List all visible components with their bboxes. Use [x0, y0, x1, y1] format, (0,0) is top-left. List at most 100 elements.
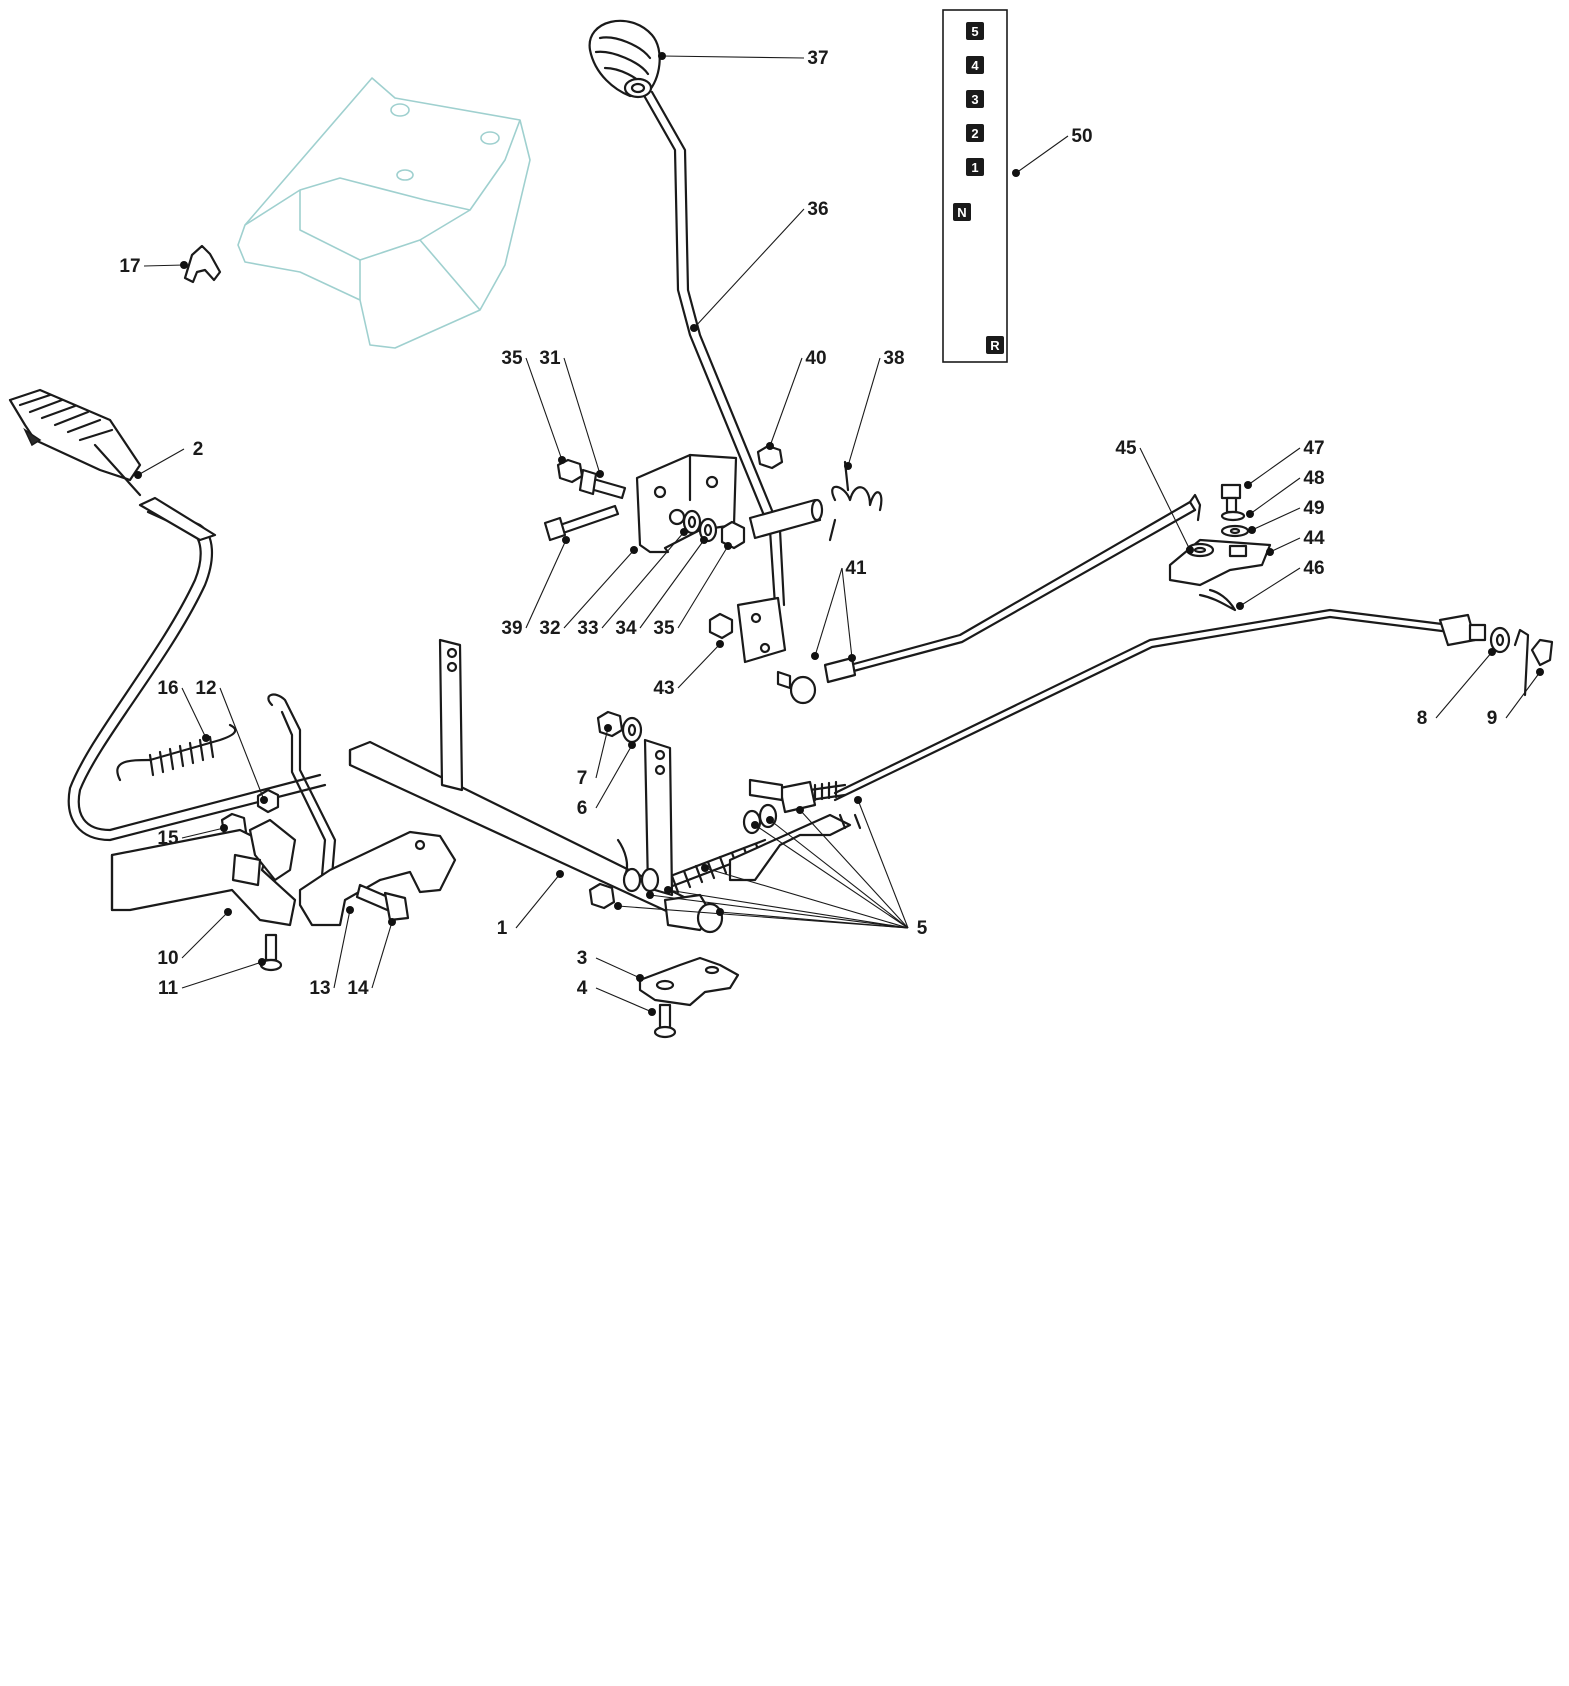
callout-dot-8	[1488, 648, 1496, 656]
callout-dot-5	[796, 806, 804, 814]
gear-position-5: 5	[966, 22, 984, 40]
callout-leader-1	[515, 873, 561, 929]
clamp-part-3	[638, 956, 740, 1007]
long-rod	[833, 608, 1487, 802]
callout-leader-10	[181, 911, 229, 959]
callout-leader-6	[595, 744, 633, 809]
callout-leader-43	[677, 643, 721, 689]
nut-part-35-top	[556, 458, 584, 484]
callout-leader-44	[1269, 537, 1301, 553]
callout-dot-49	[1248, 526, 1256, 534]
ghost-fender-part	[237, 77, 531, 349]
pivot-pin	[748, 498, 824, 540]
plate-part-44	[1168, 538, 1272, 587]
callout-label-35b: 35	[653, 618, 675, 639]
callout-leader-16	[181, 687, 207, 739]
callout-dot-10	[224, 908, 232, 916]
gear-position-2: 2	[966, 124, 984, 142]
callout-label-44: 44	[1303, 528, 1325, 549]
callout-label-4: 4	[577, 978, 588, 999]
callout-leader-41	[814, 567, 843, 657]
washer-part-48	[1220, 510, 1246, 522]
callout-dot-5	[701, 864, 709, 872]
callout-label-9: 9	[1487, 708, 1498, 729]
main-shaft-part-1	[348, 638, 724, 934]
bolt-part-47	[1220, 483, 1242, 514]
callout-leader-37	[661, 55, 805, 59]
gear-position-label: 3	[971, 92, 978, 107]
spring-part-38	[828, 460, 883, 542]
callout-label-49: 49	[1303, 498, 1324, 519]
callout-dot-15	[220, 824, 228, 832]
washer-part-6	[621, 716, 643, 744]
callout-label-39: 39	[501, 618, 522, 639]
callout-dot-40	[766, 442, 774, 450]
nut-part-35-bottom	[720, 520, 746, 550]
callout-leader-35a	[525, 357, 563, 461]
callout-label-12: 12	[195, 678, 216, 699]
callout-label-3: 3	[577, 948, 588, 969]
callout-dot-41	[811, 652, 819, 660]
callout-leader-5	[719, 911, 909, 929]
callout-leader-36	[693, 208, 805, 329]
callout-label-46: 46	[1303, 558, 1324, 579]
callout-dot-7	[604, 724, 612, 732]
callout-leader-45	[1139, 447, 1191, 551]
callout-dot-5	[614, 902, 622, 910]
callout-dot-6	[628, 741, 636, 749]
callout-leader-4	[595, 987, 653, 1013]
callout-leader-5	[704, 867, 909, 929]
callout-dot-44	[1266, 548, 1274, 556]
callout-leader-48	[1249, 477, 1301, 515]
callout-dot-38	[844, 462, 852, 470]
callout-label-10: 10	[157, 948, 178, 969]
callout-label-8: 8	[1417, 708, 1428, 729]
callout-dot-9	[1536, 668, 1544, 676]
callout-leader-5	[769, 819, 909, 929]
gear-position-1: 1	[966, 158, 984, 176]
bolt-part-39	[543, 504, 620, 542]
callout-dot-3	[636, 974, 644, 982]
callout-label-17: 17	[119, 256, 140, 277]
callout-label-36: 36	[807, 199, 828, 220]
gear-position-label: 4	[971, 58, 979, 73]
gear-position-4: 4	[966, 56, 984, 74]
callout-leader-40	[769, 357, 803, 447]
callout-dot-39	[562, 536, 570, 544]
callout-label-16: 16	[157, 678, 178, 699]
callout-leader-8	[1435, 651, 1493, 719]
washer-part-8	[1489, 626, 1511, 654]
callout-leader-9	[1505, 671, 1541, 719]
callout-dot-12	[260, 796, 268, 804]
callout-label-40: 40	[805, 348, 826, 369]
callout-label-50: 50	[1071, 126, 1092, 147]
callout-leader-47	[1247, 447, 1301, 486]
callout-leader-7	[595, 727, 609, 779]
gear-position-label: R	[990, 338, 1000, 353]
callout-label-2: 2	[193, 439, 204, 460]
clip-part-9	[1513, 628, 1554, 697]
callout-dot-16	[202, 734, 210, 742]
pedal-arm	[67, 496, 327, 842]
callout-leader-38	[847, 357, 881, 467]
latch-part-13	[298, 830, 457, 927]
callout-leader-31	[563, 357, 601, 475]
shift-rod-part-41	[776, 493, 1202, 705]
callout-leader-3	[595, 957, 641, 979]
callout-dot-35a	[558, 456, 566, 464]
callout-leader-2	[137, 448, 185, 476]
callout-leader-49	[1251, 507, 1301, 531]
bolt-part-31	[578, 468, 627, 500]
callout-leader-5	[649, 894, 909, 929]
callout-dot-5	[854, 796, 862, 804]
gear-position-label: N	[957, 205, 966, 220]
callout-leader-34	[639, 539, 705, 629]
callout-dot-31	[596, 470, 604, 478]
callout-dot-46	[1236, 602, 1244, 610]
callout-dot-33	[680, 528, 688, 536]
washer-part-33	[682, 509, 702, 535]
callout-dot-1	[556, 870, 564, 878]
callout-label-41: 41	[845, 558, 867, 579]
callout-dot-2	[134, 471, 142, 479]
